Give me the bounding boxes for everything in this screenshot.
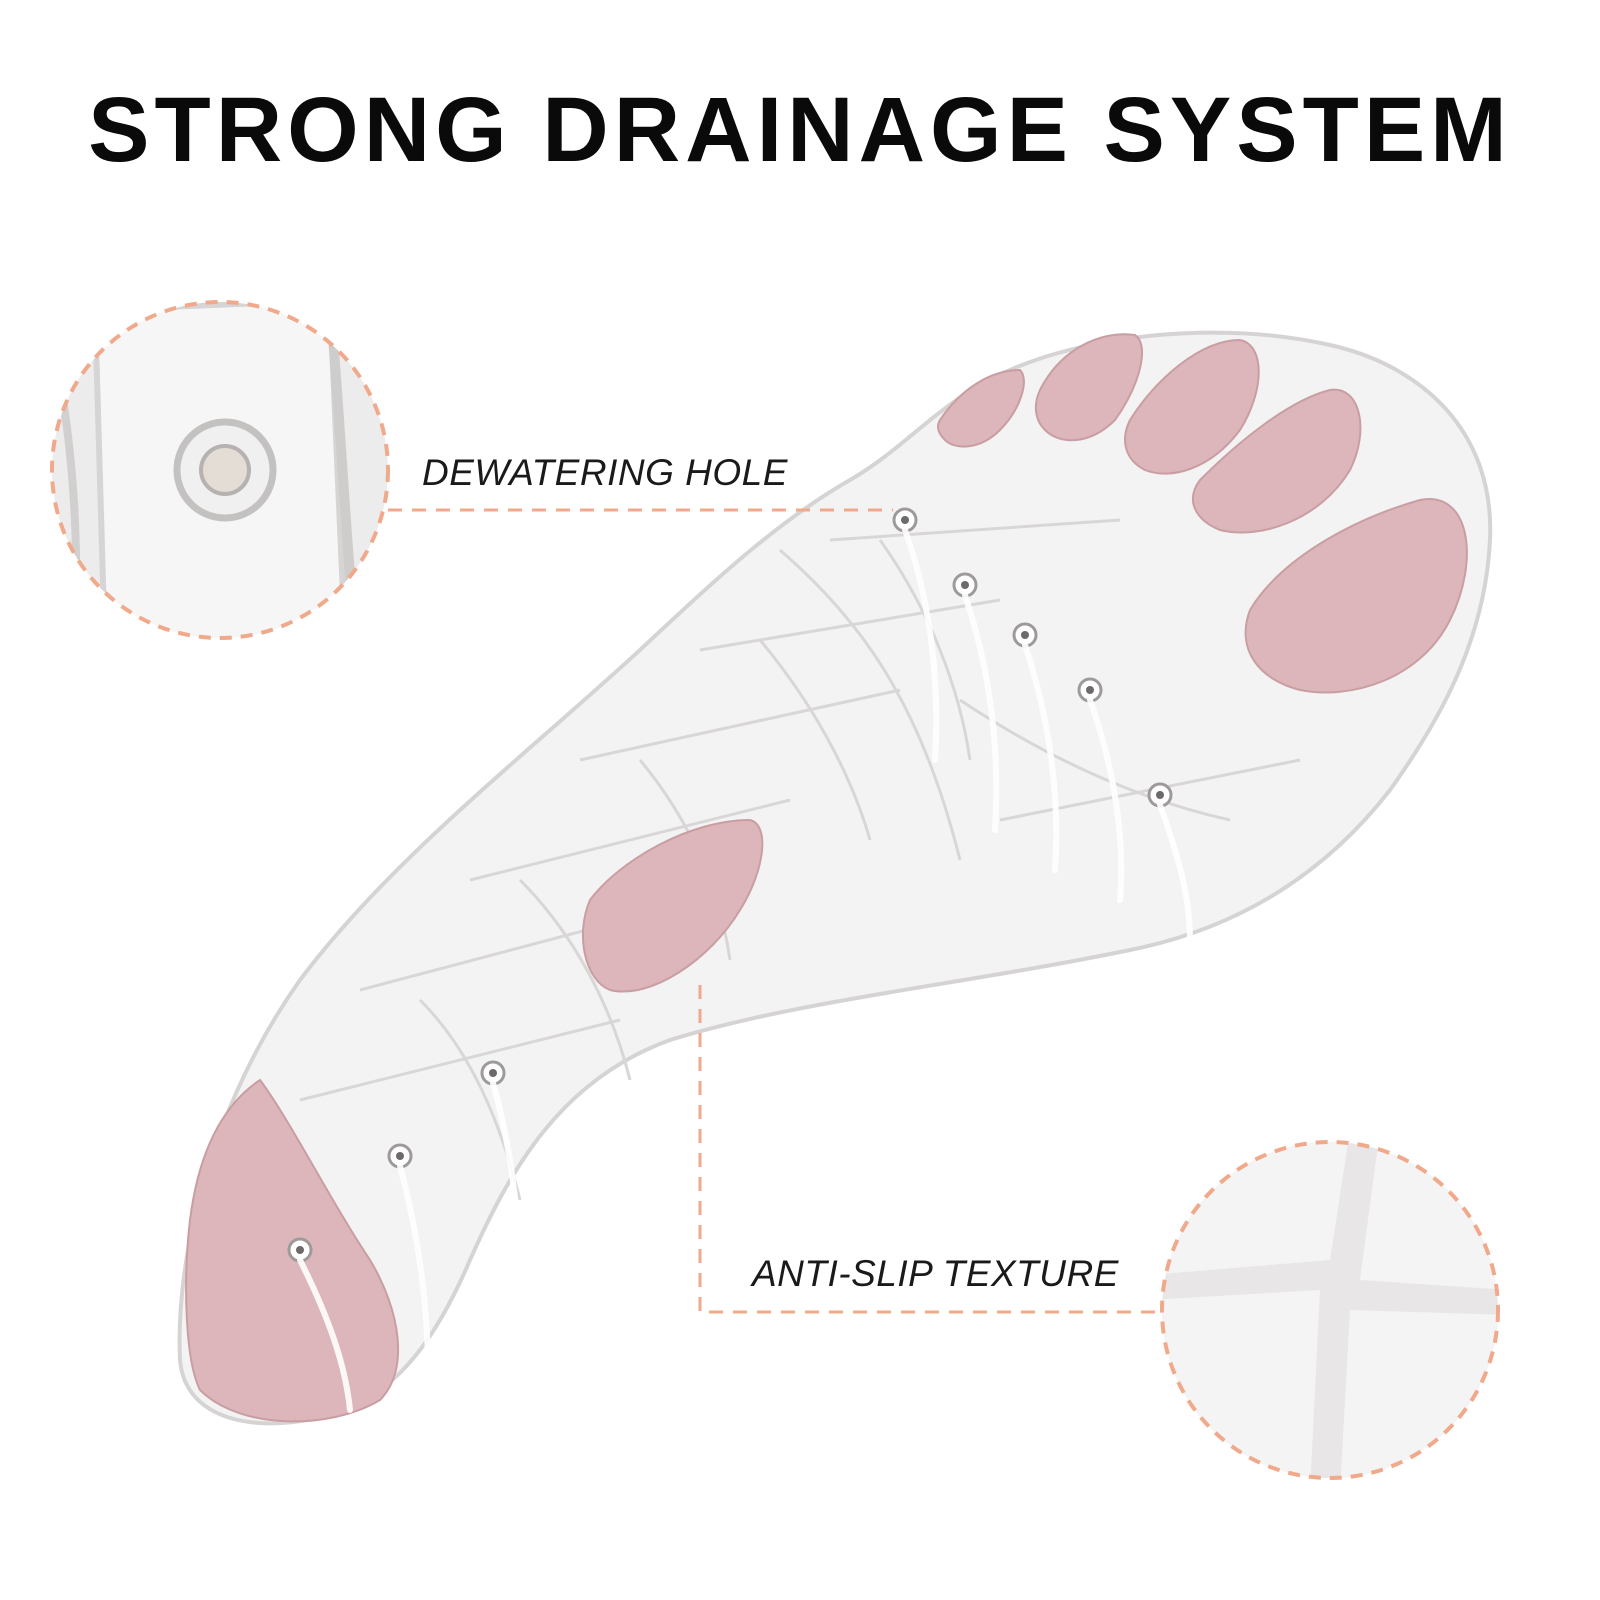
zoom-circle-dewatering-hole (50, 300, 390, 640)
shoe-sole (177, 330, 1493, 1426)
headline: STRONG DRAINAGE SYSTEM (88, 79, 1512, 181)
drain-hole-icon (892, 507, 918, 533)
toe-pads (936, 333, 1468, 694)
drainage-holes (287, 507, 1173, 1263)
drain-hole-icon (480, 1060, 506, 1086)
callout-label-dewatering-hole: DEWATERING HOLE (422, 452, 788, 493)
zoom-circle-anti-slip-texture (1160, 1140, 1500, 1480)
callout-line-antislip (698, 985, 1162, 1314)
drain-hole-icon (287, 1237, 313, 1263)
drain-hole-icon (952, 572, 978, 598)
arch-pad (582, 818, 764, 993)
callout-lines (388, 508, 1162, 1314)
callout-label-anti-slip-texture: ANTI-SLIP TEXTURE (752, 1253, 1119, 1294)
water-stream-icons (297, 527, 1193, 1413)
